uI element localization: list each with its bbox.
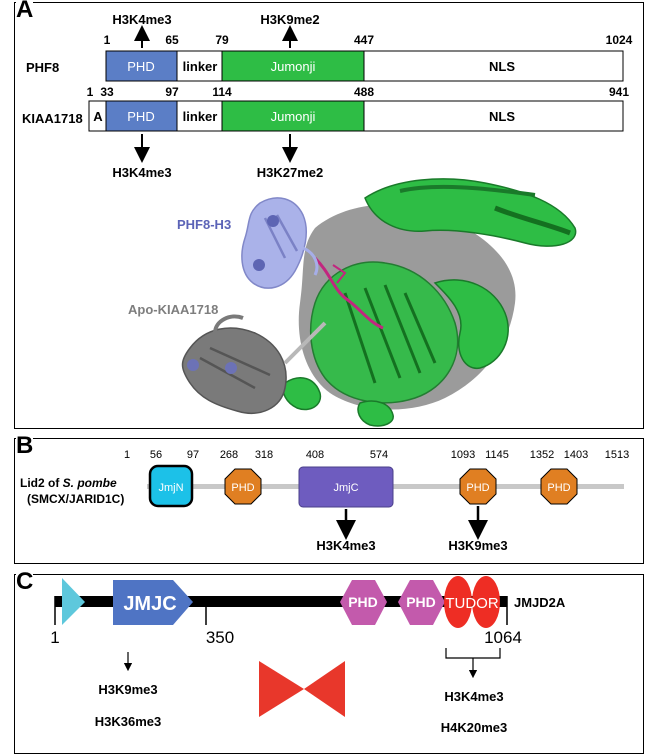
- lid2-label: Lid2 of S. pombe: [20, 476, 117, 490]
- panel-c-letter: C: [16, 568, 34, 595]
- phf8-jumonji-label: Jumonji: [271, 59, 316, 74]
- panel-a-figure: H3K4me3 H3K9me2 1 65 79 447 1024 PHF8 PH…: [22, 12, 633, 427]
- jmjd2a-bracket: [445, 648, 501, 659]
- lid2-sublabel: (SMCX/JARID1C): [27, 492, 124, 506]
- kiaa-mark-h3k4me3: H3K4me3: [112, 165, 171, 180]
- phf8-jumonji-domain: [221, 50, 365, 82]
- jmjd2a-num-1064: 1064: [484, 628, 522, 647]
- lid2-jmjc-label: JmjC: [333, 482, 358, 494]
- jmjd2a-tudor-domain-2: [472, 576, 500, 628]
- phf8-num-447: 447: [354, 33, 374, 47]
- lid2-phd-label-3: PHD: [547, 482, 570, 494]
- jmjd2a-jmjc-label: JMJC: [123, 593, 176, 615]
- lid2-num-1093: 1093: [451, 449, 475, 461]
- lid2-jmjn-domain: [148, 464, 194, 508]
- panel-a: H3K4me3 H3K9me2 1 65 79 447 1024 PHF8 PH…: [14, 0, 644, 429]
- lid2-num-97: 97: [187, 449, 199, 461]
- panel-c-figure: JMJC PHD PHD TUDOR JMJD2A 1 350 1064 H3K…: [50, 576, 566, 735]
- phf8-h3-label: PHF8-H3: [177, 217, 231, 232]
- phf8-linker-label: linker: [183, 59, 218, 74]
- panel-b-figure: 1 56 97 268 318 408 574 1093 1145 1352 1…: [20, 449, 629, 553]
- lid2-num-574: 574: [370, 449, 388, 461]
- phf8-nls-label: NLS: [489, 59, 515, 74]
- phf8-phd-label: PHD: [127, 59, 154, 74]
- kiaa-num-941: 941: [609, 85, 629, 99]
- kiaa-jumonji-label: Jumonji: [271, 109, 316, 124]
- jmjd2a-num-350: 350: [206, 628, 234, 647]
- panel-c: JMJC PHD PHD TUDOR JMJD2A 1 350 1064 H3K…: [14, 570, 644, 754]
- jmjd2a-phd-label-1: PHD: [348, 594, 378, 610]
- jmjd2a-phd-label-2: PHD: [406, 594, 436, 610]
- jmjd2a-mark-h3k36me3: H3K36me3: [95, 714, 162, 729]
- phf8-mark-h3k9me2: H3K9me2: [260, 12, 319, 27]
- jmjd2a-mark-h3k9me3: H3K9me3: [98, 682, 157, 697]
- panel-b-letter: B: [16, 432, 34, 459]
- jmjd2a-backbone: [55, 596, 507, 607]
- phf8-num-1: 1: [104, 33, 111, 47]
- bowtie-left-triangle: [259, 661, 304, 717]
- jmjd2a-label: JMJD2A: [514, 595, 566, 610]
- jmjd2a-mark-h4k20me3: H4K20me3: [441, 720, 508, 735]
- kiaa-num-1: 1: [87, 85, 94, 99]
- kiaa-num-33: 33: [100, 85, 114, 99]
- phf8-label: PHF8: [26, 60, 59, 75]
- kiaa-jumonji-domain: [221, 100, 365, 132]
- jmjd2a-phd-domain-2: [398, 580, 445, 625]
- lid2-num-1: 1: [124, 449, 130, 461]
- lid2-num-1403: 1403: [564, 449, 588, 461]
- jmjd2a-cyan-triangle: [62, 578, 85, 625]
- apo-kiaa1718-label: Apo-KIAA1718: [128, 302, 218, 317]
- lid2-phd-domain-2: [459, 468, 497, 505]
- kiaa-a-label: A: [93, 109, 103, 124]
- lid2-num-408: 408: [306, 449, 324, 461]
- lid2-num-1513: 1513: [605, 449, 629, 461]
- lid2-label-text: Lid2 of S. pombe: [20, 476, 117, 490]
- lid2-num-318: 318: [255, 449, 273, 461]
- jmjd2a-phd-domain-1: [340, 580, 387, 625]
- lid2-phd-label-2: PHD: [466, 482, 489, 494]
- lid2-jmjc-domain: [298, 466, 394, 508]
- jmjd2a-tudor-domain-1: [444, 576, 472, 628]
- jmjd2a-tudor-label: TUDOR: [445, 595, 498, 612]
- bowtie-right-triangle: [304, 661, 345, 717]
- phf8-phd-domain: [105, 50, 178, 82]
- jmjd2a-mark-h3k4me3: H3K4me3: [444, 689, 503, 704]
- phf8-num-1024: 1024: [606, 33, 633, 47]
- jmjd2a-num-1: 1: [50, 628, 59, 647]
- lid2-mark-h3k9me3: H3K9me3: [448, 538, 507, 553]
- lid2-phd-domain-1: [224, 468, 262, 505]
- lid2-num-1145: 1145: [485, 449, 509, 461]
- jmjd2a-jmjc-domain: [113, 580, 193, 625]
- protein-structure-image: [181, 178, 577, 427]
- lid2-jmjn-label: JmjN: [158, 482, 183, 494]
- kiaa-mark-h3k27me2: H3K27me2: [257, 165, 324, 180]
- lid2-phd-domain-3: [540, 468, 578, 505]
- lid2-mark-h3k4me3: H3K4me3: [316, 538, 375, 553]
- lid2-num-56: 56: [150, 449, 162, 461]
- kiaa-num-114: 114: [212, 85, 232, 99]
- phf8-mark-h3k4me3: H3K4me3: [112, 12, 171, 27]
- kiaa-nls-label: NLS: [489, 109, 515, 124]
- panel-a-letter: A: [16, 0, 34, 23]
- panel-b: 1 56 97 268 318 408 574 1093 1145 1352 1…: [14, 434, 644, 564]
- phf8-num-79: 79: [215, 33, 229, 47]
- phf8-num-65: 65: [165, 33, 179, 47]
- kiaa-phd-label: PHD: [127, 109, 154, 124]
- kiaa-num-97: 97: [165, 85, 179, 99]
- kiaa-label: KIAA1718: [22, 111, 83, 126]
- kiaa-linker-label: linker: [183, 109, 218, 124]
- lid2-num-268: 268: [220, 449, 238, 461]
- lid2-num-1352: 1352: [530, 449, 554, 461]
- kiaa-phd-domain: [105, 100, 178, 132]
- kiaa-num-488: 488: [354, 85, 374, 99]
- lid2-phd-label-1: PHD: [231, 482, 254, 494]
